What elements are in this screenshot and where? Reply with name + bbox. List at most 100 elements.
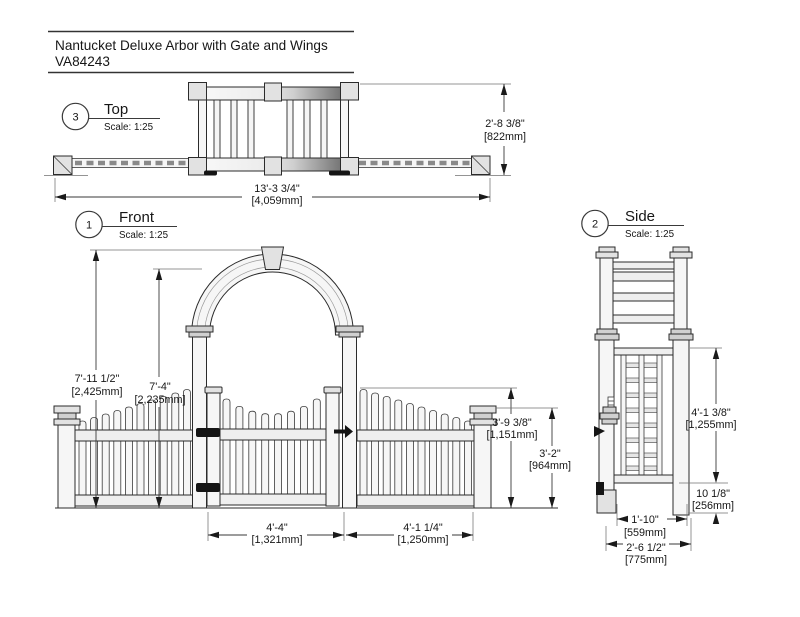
view-number: 3	[72, 112, 78, 124]
gate-right-stile-cap	[323, 386, 342, 394]
picket	[359, 389, 368, 507]
dim-front-overall-height-mm: [2,425mm]	[71, 386, 122, 398]
arrowhead	[507, 497, 515, 508]
arrowhead	[606, 540, 617, 548]
product-sku: VA84243	[55, 54, 110, 69]
dim-front-overall-height-ft: 7'-11 1/2"	[75, 373, 120, 385]
view-balloon-circle	[61, 102, 90, 131]
arch-collar	[335, 325, 364, 333]
dim-side-bottom-clearance-mm: [256mm]	[692, 500, 734, 512]
view-number: 1	[86, 220, 92, 232]
side-left-post-foot	[596, 489, 617, 514]
right-wing-bottom-rail	[356, 494, 476, 507]
purlin-plan	[303, 99, 311, 159]
picket	[159, 396, 168, 507]
picket	[183, 389, 191, 507]
arch-cap	[598, 246, 616, 253]
arch-cap	[669, 251, 693, 259]
top-view-label: 3 Top Scale: 1:25	[61, 101, 160, 133]
picket	[148, 399, 156, 507]
arch-collar	[338, 331, 361, 338]
arbor-left-post	[192, 336, 207, 509]
gate-right-stile	[325, 391, 340, 507]
dimension-arrowheads	[55, 84, 720, 548]
post-cap-plan	[188, 82, 207, 101]
arrowhead	[712, 513, 720, 524]
right-wing-pickets	[359, 389, 472, 507]
post-collar	[670, 328, 692, 335]
right-end-post-cap	[469, 405, 497, 414]
picket	[101, 413, 110, 507]
trellis-batten	[620, 354, 627, 476]
left-end-post-cap	[53, 418, 81, 426]
arrowhead	[712, 472, 720, 483]
post-collar	[596, 328, 618, 335]
title-block: Nantucket Deluxe Arbor with Gate and Win…	[48, 30, 354, 74]
arrowhead	[712, 348, 720, 359]
gate-bottom-rail	[219, 493, 328, 506]
side-view-dimensions: 4'-1 3/8" [1,255mm] 10 1/8" [256mm] 1'-1…	[605, 347, 737, 566]
arrowhead	[548, 497, 556, 508]
dim-front-wing-height-mm: [1,151mm]	[486, 429, 537, 441]
trellis-top-rail	[613, 347, 674, 356]
post-cap-plan	[340, 82, 359, 101]
arrowhead	[462, 531, 473, 539]
front-view-label: 1 Front Scale: 1:25	[75, 209, 177, 241]
gate-pickets	[222, 398, 321, 506]
dim-side-depth-ft: 2'-6 1/2"	[626, 542, 666, 554]
purlins-plan	[213, 99, 328, 159]
top-view-drawing	[44, 82, 511, 176]
gate-left-stile-cap	[204, 386, 223, 394]
picket	[312, 398, 321, 506]
picket	[300, 405, 308, 506]
gate-stile-cap-side	[599, 412, 620, 420]
dim-side-trellis-height-mm: [1,255mm]	[685, 419, 736, 431]
picket	[406, 403, 414, 507]
trellis-batten	[656, 354, 663, 476]
picket	[382, 396, 391, 507]
arrowhead	[676, 515, 687, 523]
left-end-post-cap	[53, 405, 81, 414]
view-balloon-circle	[581, 209, 609, 238]
keystone-plan	[264, 156, 282, 176]
arrowhead	[155, 497, 163, 508]
arch-side-member	[673, 257, 688, 331]
arch-side-member	[599, 257, 614, 331]
dim-front-arch-clearance-ft: 7'-4"	[149, 381, 171, 393]
picket	[429, 410, 437, 507]
dim-side-trellis-height-ft: 4'-1 3/8"	[691, 407, 731, 419]
left-end-post-cap-diagonal	[53, 155, 73, 175]
front-view-drawing	[53, 246, 558, 509]
picket	[371, 392, 379, 507]
post-collar	[668, 333, 694, 341]
gate-top-rail	[219, 428, 328, 441]
gate-latch-plan	[329, 170, 350, 176]
arrowhead	[346, 531, 357, 539]
picket	[394, 399, 403, 507]
dim-side-bottom-clearance-ft: 10 1/8"	[696, 488, 730, 500]
dim-top-depth-ft: 2'-8 3/8"	[485, 118, 525, 130]
gate-hinge	[196, 428, 220, 437]
dim-side-trellis-width-ft: 1'-10"	[631, 514, 659, 526]
view-scale: Scale: 1:25	[119, 230, 169, 241]
arbor-cross-rail	[612, 261, 675, 270]
arbor-cross-rail	[612, 271, 675, 282]
dim-side-trellis-width-mm: [559mm]	[624, 527, 666, 539]
left-end-post-cap	[57, 412, 77, 420]
arrowhead	[55, 193, 66, 201]
picket	[136, 403, 145, 507]
picket	[235, 405, 244, 506]
gate-hinge-side	[596, 482, 604, 495]
post-cap-plan	[188, 157, 207, 176]
dim-front-wing-width-mm: [1,250mm]	[397, 534, 448, 546]
arch-keystone	[260, 246, 285, 270]
arrowhead	[617, 515, 628, 523]
dim-front-wing-height-ft: 3'-9 3/8"	[492, 417, 532, 429]
arrowhead	[92, 250, 100, 261]
purlin-plan	[230, 99, 238, 159]
view-balloon-circle	[75, 210, 103, 239]
arrowhead	[507, 388, 515, 399]
arrowhead	[479, 193, 490, 201]
